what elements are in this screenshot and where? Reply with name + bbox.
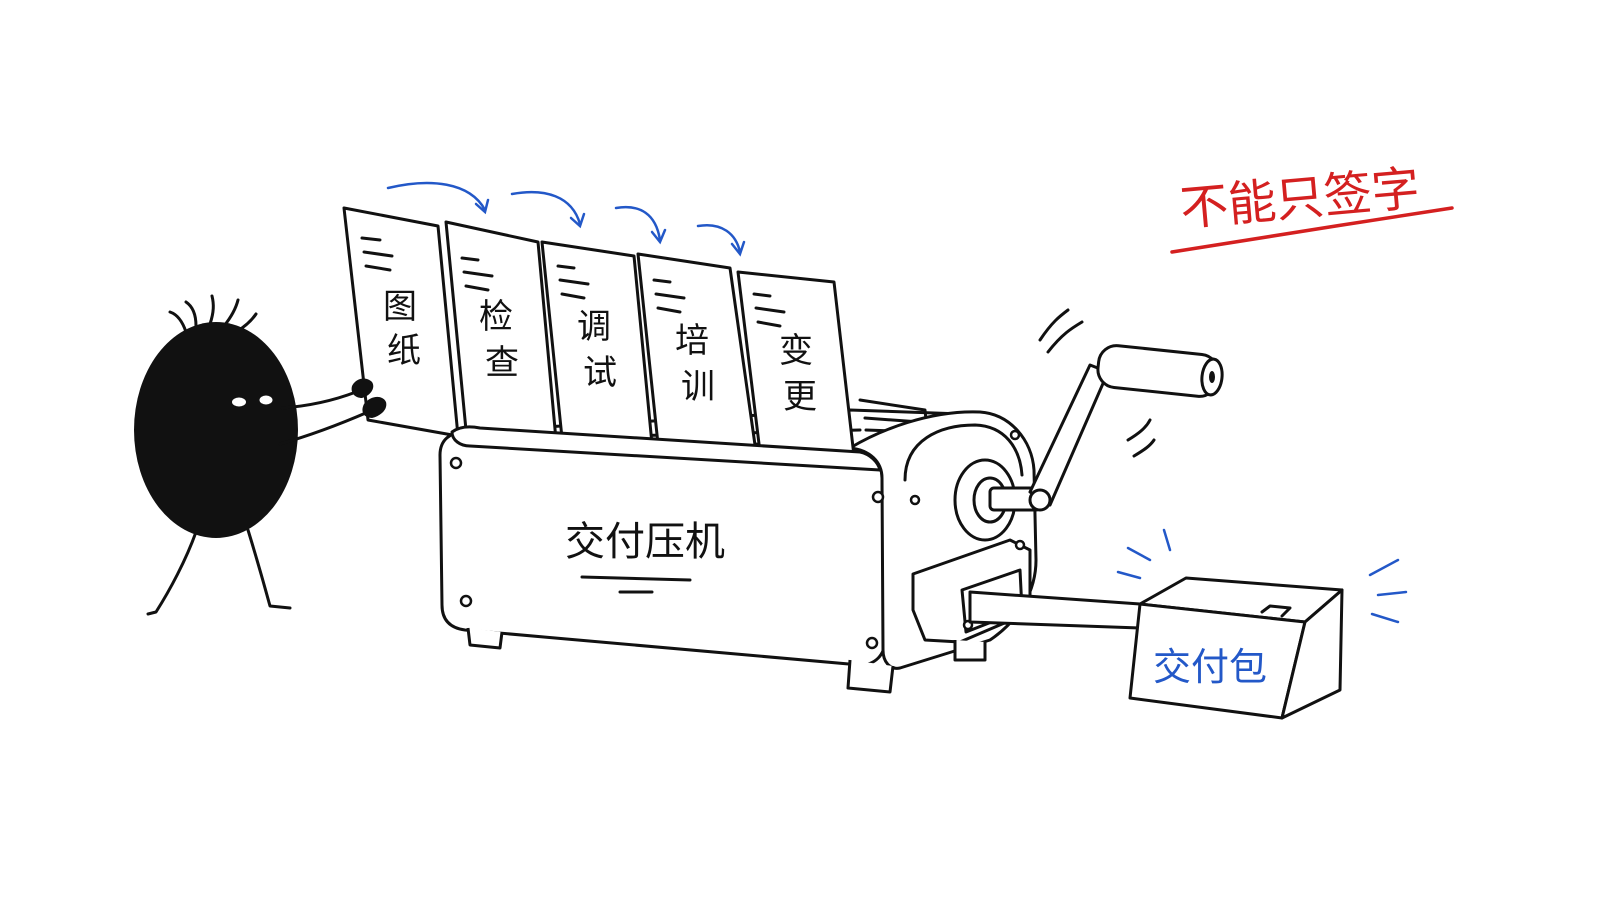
flow-arrow-4 xyxy=(696,223,742,254)
crank-motion-line-1 xyxy=(1038,308,1070,342)
character-arm-upper xyxy=(280,390,358,410)
documents: 图 纸 检 查 调 试 培 训 变 更 xyxy=(342,206,882,472)
crank-handle xyxy=(1028,308,1224,512)
character-leg-right xyxy=(246,528,292,610)
flow-arrow-2 xyxy=(510,190,582,226)
crank-arm xyxy=(1028,363,1110,507)
crank-joint xyxy=(1028,488,1052,512)
flow-arrow-1 xyxy=(386,181,487,212)
crank-motion-line-3 xyxy=(1126,418,1152,442)
machine-foot-left xyxy=(466,627,504,650)
output-rail xyxy=(968,590,1142,630)
package-burst-lines xyxy=(1116,528,1408,624)
machine-feed-lip xyxy=(450,425,882,472)
document-4: 培 训 xyxy=(636,252,758,454)
machine-side-bevel xyxy=(903,423,1024,482)
crank-motion-line-4 xyxy=(1132,438,1156,458)
document-5-label-bottom: 更 xyxy=(783,377,817,417)
document-1-label-bottom: 纸 xyxy=(387,331,421,371)
document-1-label-top: 图 xyxy=(383,287,417,327)
package-tape xyxy=(1260,604,1292,618)
package-label: 交付包 xyxy=(1153,645,1267,689)
character-hand-lower xyxy=(362,396,387,418)
flow-arrow-3-head xyxy=(650,228,667,245)
machine-foot-middle xyxy=(846,659,895,694)
document-3-label-bottom: 试 xyxy=(583,353,617,393)
slogan-group: 不能只签字 xyxy=(1170,161,1454,254)
slogan-underline xyxy=(1170,206,1454,254)
black-blob-character xyxy=(134,294,387,616)
flow-arrows xyxy=(386,181,746,257)
character-leg-left xyxy=(146,530,198,616)
document-3: 调 试 xyxy=(540,240,654,446)
crank-grip xyxy=(1096,344,1220,398)
machine-rivets xyxy=(449,429,1026,650)
delivery-output: 交付包 xyxy=(968,528,1408,720)
package-box-side xyxy=(1280,588,1344,720)
flow-arrow-3 xyxy=(614,205,662,242)
character-hand-upper xyxy=(351,378,374,398)
document-3-label-top: 调 xyxy=(577,307,611,347)
machine-foot-right xyxy=(953,640,987,662)
flow-arrow-2-head xyxy=(569,212,586,229)
machine-label: 交付压机 xyxy=(565,519,725,565)
character-body xyxy=(134,322,298,538)
document-4-label-bottom: 训 xyxy=(681,367,715,407)
document-2: 检 查 xyxy=(444,220,558,442)
document-5-label-top: 变 xyxy=(779,331,813,371)
character-eye-right xyxy=(259,395,273,405)
document-4-label-top: 培 xyxy=(675,321,709,361)
character-arm-lower xyxy=(278,410,370,446)
document-1: 图 纸 xyxy=(342,206,460,438)
crank-grip-hole xyxy=(1209,371,1215,383)
slogan-text: 不能只签字 xyxy=(1178,161,1422,238)
flow-arrow-4-head xyxy=(730,240,746,257)
document-2-label-bottom: 查 xyxy=(485,343,519,383)
machine-label-underline-1 xyxy=(580,575,692,582)
crank-motion-line-2 xyxy=(1046,320,1084,354)
document-2-label-top: 检 xyxy=(479,297,513,337)
character-eye-left xyxy=(232,397,246,407)
flow-arrow-1-head xyxy=(474,198,490,215)
